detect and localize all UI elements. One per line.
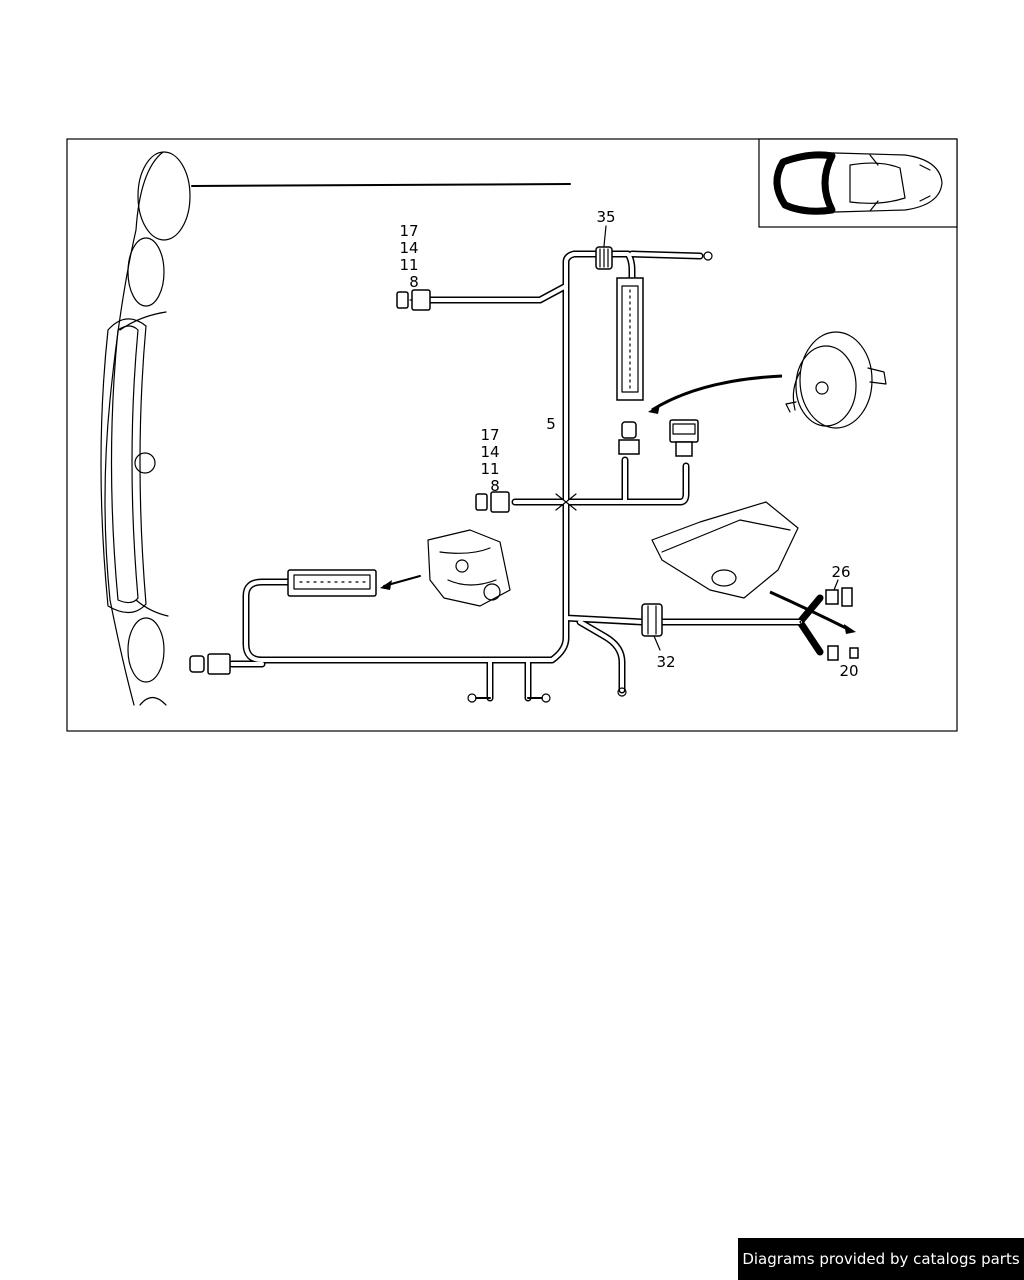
callout-20: 20	[839, 662, 858, 680]
control-module	[651, 501, 856, 634]
diagram-frame	[66, 138, 958, 732]
plug-multipin	[669, 419, 699, 457]
callout-mid-17: 17	[480, 426, 499, 444]
callout-32: 32	[656, 653, 675, 671]
sensor-strip	[616, 277, 644, 401]
grommet-32	[641, 603, 663, 637]
plug-small	[618, 421, 640, 455]
callout-labels: 17 14 11 8 17 14 11 8 35 5 26 32 20	[399, 208, 858, 680]
car-locator-inset	[758, 138, 958, 228]
callout-5: 5	[546, 415, 556, 433]
connector-upper	[396, 289, 431, 311]
callout-top-17: 17	[399, 222, 418, 240]
connector-20	[827, 645, 859, 661]
vehicle-front-outline	[100, 151, 571, 706]
connector-middle	[475, 491, 510, 513]
connector-left	[189, 653, 231, 675]
main-harness	[228, 250, 824, 702]
footer-credit-text: Diagrams provided by catalogs parts	[742, 1250, 1020, 1268]
callout-mid-8: 8	[490, 477, 500, 495]
callout-26: 26	[831, 563, 850, 581]
callout-top-11: 11	[399, 256, 418, 274]
callout-top-14: 14	[399, 239, 418, 257]
brake-booster	[648, 331, 887, 429]
ground-studs	[467, 687, 627, 703]
callout-mid-14: 14	[480, 443, 499, 461]
callout-35: 35	[596, 208, 615, 226]
connector-26	[825, 587, 853, 607]
multipin-connector	[287, 569, 377, 597]
grommet-35	[595, 246, 713, 270]
footer-credit-banner: Diagrams provided by catalogs parts	[738, 1238, 1024, 1280]
abs-unit	[380, 529, 511, 607]
callout-top-8: 8	[409, 273, 419, 291]
callout-mid-11: 11	[480, 460, 499, 478]
